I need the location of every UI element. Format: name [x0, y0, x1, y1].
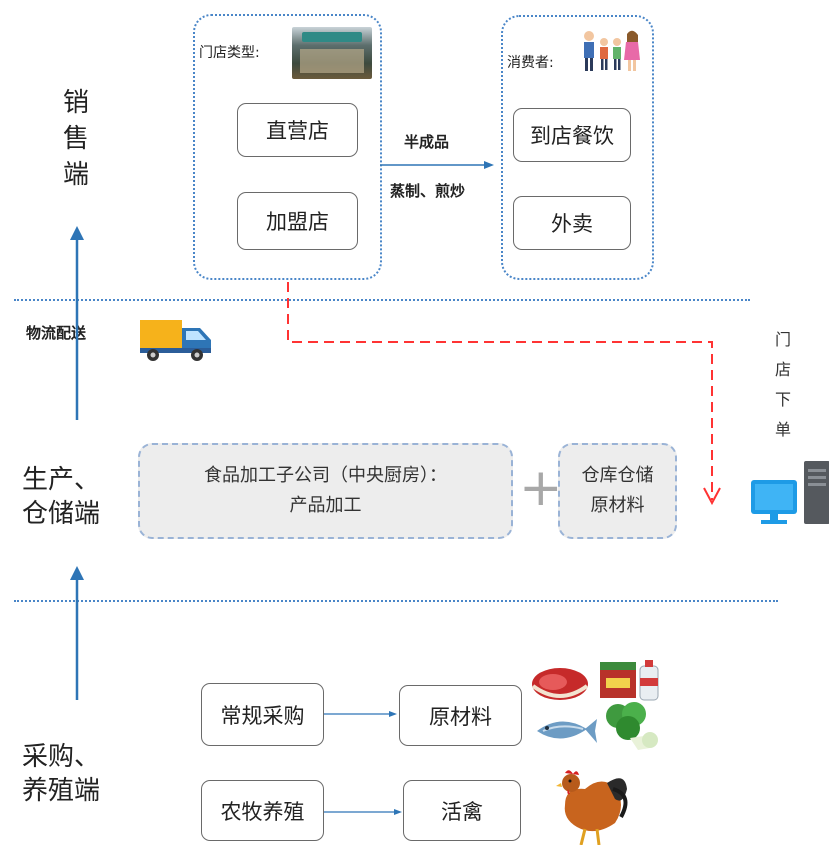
fish-icon	[537, 719, 597, 743]
direct-store-box: 直营店	[237, 103, 358, 157]
store-order-text: 门店下单	[774, 330, 791, 439]
store-to-consumer-arrow	[380, 161, 494, 169]
upward-arrow-production	[70, 566, 84, 700]
farming-to-poultry-arrow	[324, 809, 402, 815]
purchase-to-raw-arrow	[324, 711, 397, 717]
storefront-photo	[292, 27, 372, 79]
store-order-arrow	[287, 282, 721, 506]
vegetable-icon	[606, 702, 658, 750]
raw-materials-box: 原材料	[399, 685, 522, 746]
family-icon	[584, 30, 640, 71]
farming-box: 农牧养殖	[201, 780, 324, 841]
production-tier-line1: 生产、	[22, 465, 101, 495]
production-tier-line2: 仓储端	[22, 499, 101, 529]
central-kitchen-box: 食品加工子公司（中央厨房）： 产品加工	[138, 443, 513, 539]
logistics-label: 物流配送	[26, 324, 87, 342]
store-order-label: 门店下单	[773, 325, 793, 445]
consumer-group	[501, 15, 654, 280]
separator-top	[14, 299, 750, 301]
truck-icon	[140, 320, 211, 361]
dine-in-box: 到店餐饮	[513, 108, 631, 162]
warehouse-line1: 仓库仓储	[581, 465, 654, 486]
procurement-tier-line1: 采购、	[22, 742, 101, 772]
computer-icon	[751, 461, 829, 524]
chicken-icon	[556, 770, 628, 845]
store-type-label: 门店类型:	[199, 45, 260, 61]
central-kitchen-line2: 产品加工	[289, 495, 362, 516]
store-group	[193, 14, 382, 280]
upward-arrow-sales	[70, 226, 84, 420]
warehouse-line2: 原材料	[590, 495, 645, 516]
meat-icon	[531, 668, 589, 700]
plus-icon: +	[519, 458, 563, 518]
warehouse-box: 仓库仓储 原材料	[558, 443, 677, 539]
semi-finished-label: 半成品	[404, 133, 450, 151]
consumer-label: 消费者:	[507, 55, 554, 71]
production-tier-label: 生产、 仓储端	[22, 463, 100, 531]
grocery-box-icon	[600, 660, 659, 701]
procurement-tier-line2: 养殖端	[22, 776, 101, 806]
live-poultry-box: 活禽	[403, 780, 521, 841]
cooking-process-label: 蒸制、煎炒	[390, 182, 466, 200]
regular-purchase-box: 常规采购	[201, 683, 324, 746]
separator-bottom	[14, 600, 778, 602]
storefront-window	[300, 49, 364, 73]
takeout-box: 外卖	[513, 196, 631, 250]
procurement-tier-label: 采购、 养殖端	[22, 740, 100, 808]
franchise-store-box: 加盟店	[237, 192, 358, 250]
central-kitchen-line1: 食品加工子公司（中央厨房）：	[204, 465, 447, 486]
sales-tier-text: 销售端	[62, 88, 89, 190]
storefront-sign	[302, 32, 362, 42]
sales-tier-label: 销售端	[61, 85, 91, 193]
